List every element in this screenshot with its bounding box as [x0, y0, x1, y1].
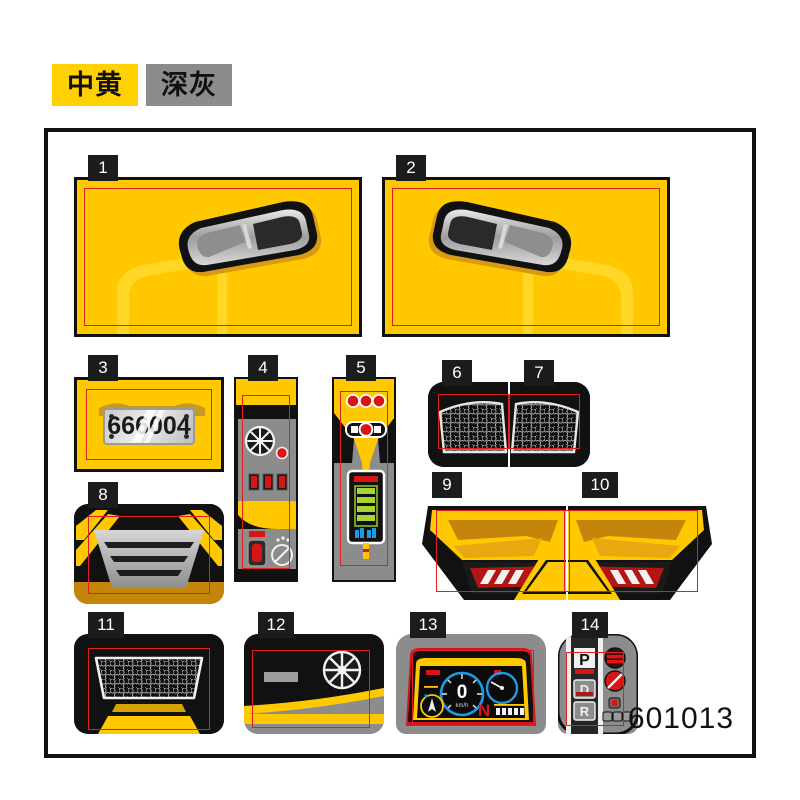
mesh-vent-right-art [510, 382, 590, 467]
plate-shine [131, 410, 165, 443]
battery-display-svg [334, 379, 394, 580]
color-legend: 中黄 深灰 [52, 64, 232, 106]
plate-screw [184, 414, 189, 419]
plate-screw [109, 414, 114, 419]
license-plate: 666004 [103, 408, 195, 445]
panel-number-badge: 6 [442, 360, 472, 386]
panel-9[interactable]: 9 [418, 472, 570, 606]
panel-12[interactable]: 12 [244, 612, 384, 734]
swatch-dark-gray: 深灰 [146, 64, 232, 106]
side-body-decal-art [244, 634, 384, 734]
radiator-grille-art [74, 634, 224, 734]
decal-sheet: 1 2 [44, 128, 756, 758]
panel-4[interactable]: 4 [234, 355, 298, 582]
panel-10[interactable]: 10 [564, 472, 716, 606]
swatch-medium-yellow: 中黄 [52, 64, 138, 106]
svg-text:N: N [478, 701, 490, 720]
panel-13[interactable]: 13 0 km/h [396, 612, 546, 734]
switch-console-svg [236, 379, 296, 580]
panel-number-badge: 2 [396, 155, 426, 181]
side-body-svg [244, 634, 384, 734]
panel-number-badge: 3 [88, 355, 118, 381]
panel-1[interactable]: 1 [74, 155, 362, 337]
battery-display-decal-art [332, 377, 396, 582]
mesh-vent-left-art [428, 382, 508, 467]
panel-8[interactable]: 8 [74, 482, 224, 604]
panel-number-badge: 5 [346, 355, 376, 381]
headlight-right-svg [568, 506, 712, 600]
switch-console-decal-art [234, 377, 298, 582]
headlight-right-art [568, 494, 716, 606]
license-plate-decal-art: 666004 [74, 377, 224, 472]
radiator-grille-svg [74, 634, 224, 734]
panel-2[interactable]: 2 [382, 155, 670, 337]
panel-number-badge: 8 [88, 482, 118, 508]
panel-number-badge: 7 [524, 360, 554, 386]
panel-number-badge: 1 [88, 155, 118, 181]
panel-7[interactable]: 7 [508, 360, 590, 467]
panel-number-badge: 12 [258, 612, 294, 638]
panel-number-badge: 10 [582, 472, 618, 498]
front-grille-svg [74, 504, 224, 604]
headlight-left-art [418, 494, 566, 606]
plate-screw [109, 434, 114, 439]
panel-number-badge: 4 [248, 355, 278, 381]
product-code: 601013 [627, 702, 734, 735]
window-decal-left-art [74, 177, 362, 337]
headlight-left-svg [422, 506, 566, 600]
mesh-vent-left-svg [428, 382, 508, 467]
gear-selector-svg: P D R [558, 634, 638, 734]
panel-11[interactable]: 11 [74, 612, 224, 734]
panel-6[interactable]: 6 [428, 360, 510, 467]
panel-number-badge: 11 [88, 612, 124, 638]
mesh-vent-right-svg [510, 382, 590, 467]
window-decal-left-svg [117, 201, 322, 334]
svg-text:D: D [580, 682, 589, 697]
svg-text:0: 0 [457, 682, 468, 703]
panel-number-badge: 13 [410, 612, 446, 638]
panel-14[interactable]: 14 P D R [558, 612, 638, 734]
front-grille-decal-art [74, 504, 224, 604]
instrument-cluster-art: 0 km/h N [396, 634, 546, 734]
svg-text:P: P [579, 652, 590, 669]
panel-3[interactable]: 3 666004 [74, 355, 224, 472]
panel-number-badge: 9 [432, 472, 462, 498]
panel-5[interactable]: 5 [332, 355, 396, 582]
instrument-cluster-svg: 0 km/h N [396, 634, 546, 734]
svg-text:km/h: km/h [455, 703, 468, 709]
window-decal-right-svg [428, 201, 633, 334]
panel-number-badge: 14 [572, 612, 608, 638]
window-decal-right-art [382, 177, 670, 337]
gear-selector-art: P D R [558, 634, 638, 734]
plate-screw [184, 434, 189, 439]
svg-text:R: R [580, 704, 590, 719]
